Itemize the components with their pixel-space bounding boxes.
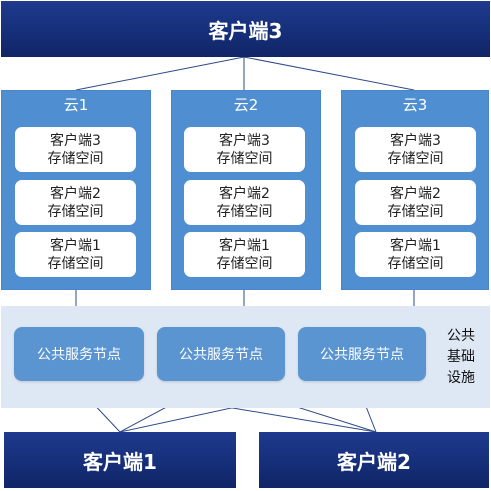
storage-client-label: 客户端1 — [50, 237, 101, 254]
public-infra-label: 公共基础设施 — [447, 328, 475, 386]
storage-space-label: 存储空间 — [216, 255, 273, 272]
storage-space-label: 存储空间 — [47, 255, 104, 272]
service-node-label: 公共服务节点 — [320, 347, 404, 363]
storage-space-label: 存储空间 — [387, 203, 444, 220]
storage-client-label: 客户端1 — [219, 237, 270, 254]
client3-bar: 客户端3 — [1, 1, 490, 57]
cloud-3-storage-client3: 客户端3 存储空间 — [355, 127, 476, 172]
client2-label: 客户端2 — [337, 449, 411, 474]
service-node-2: 公共服务节点 — [157, 327, 285, 381]
cloud-2: 云2 客户端3 存储空间 客户端2 存储空间 客户端1 存储空间 — [171, 90, 321, 290]
storage-client-label: 客户端2 — [390, 185, 441, 202]
cloud-2-storage-client3: 客户端3 存储空间 — [184, 127, 305, 172]
cloud-1-label: 云1 — [63, 96, 89, 114]
client2-bar: 客户端2 — [259, 432, 489, 488]
storage-space-label: 存储空间 — [216, 150, 273, 167]
cloud-2-storage-client2: 客户端2 存储空间 — [184, 180, 305, 225]
storage-client-label: 客户端2 — [219, 185, 270, 202]
client1-label: 客户端1 — [83, 449, 157, 474]
service-node-3: 公共服务节点 — [298, 327, 426, 381]
cloud-3: 云3 客户端3 存储空间 客户端2 存储空间 客户端1 存储空间 — [341, 90, 489, 290]
client3-label: 客户端3 — [208, 18, 283, 43]
storage-client-label: 客户端3 — [219, 132, 270, 149]
cloud-1: 云1 客户端3 存储空间 客户端2 存储空间 客户端1 存储空间 — [1, 90, 151, 290]
client1-bar: 客户端1 — [4, 432, 236, 488]
service-node-1: 公共服务节点 — [14, 327, 144, 381]
cloud-3-label: 云3 — [402, 96, 428, 114]
storage-space-label: 存储空间 — [47, 150, 104, 167]
cloud-1-storage-client3: 客户端3 存储空间 — [15, 127, 136, 172]
storage-space-label: 存储空间 — [216, 203, 273, 220]
storage-client-label: 客户端2 — [50, 185, 101, 202]
storage-client-label: 客户端3 — [390, 132, 441, 149]
service-node-label: 公共服务节点 — [179, 347, 263, 363]
storage-space-label: 存储空间 — [387, 255, 444, 272]
cloud-2-storage-client1: 客户端1 存储空间 — [184, 232, 305, 277]
cloud-2-label: 云2 — [233, 96, 259, 114]
cloud-1-storage-client1: 客户端1 存储空间 — [15, 232, 136, 277]
link-top-cloud3 — [243, 56, 415, 91]
storage-space-label: 存储空间 — [47, 203, 104, 220]
service-node-label: 公共服务节点 — [37, 347, 121, 363]
storage-client-label: 客户端1 — [390, 237, 441, 254]
cloud-3-storage-client2: 客户端2 存储空间 — [355, 180, 476, 225]
cloud-3-storage-client1: 客户端1 存储空间 — [355, 232, 476, 277]
storage-space-label: 存储空间 — [387, 150, 444, 167]
cloud-1-storage-client2: 客户端2 存储空间 — [15, 180, 136, 225]
link-top-cloud1 — [75, 56, 245, 91]
storage-client-label: 客户端3 — [50, 132, 101, 149]
